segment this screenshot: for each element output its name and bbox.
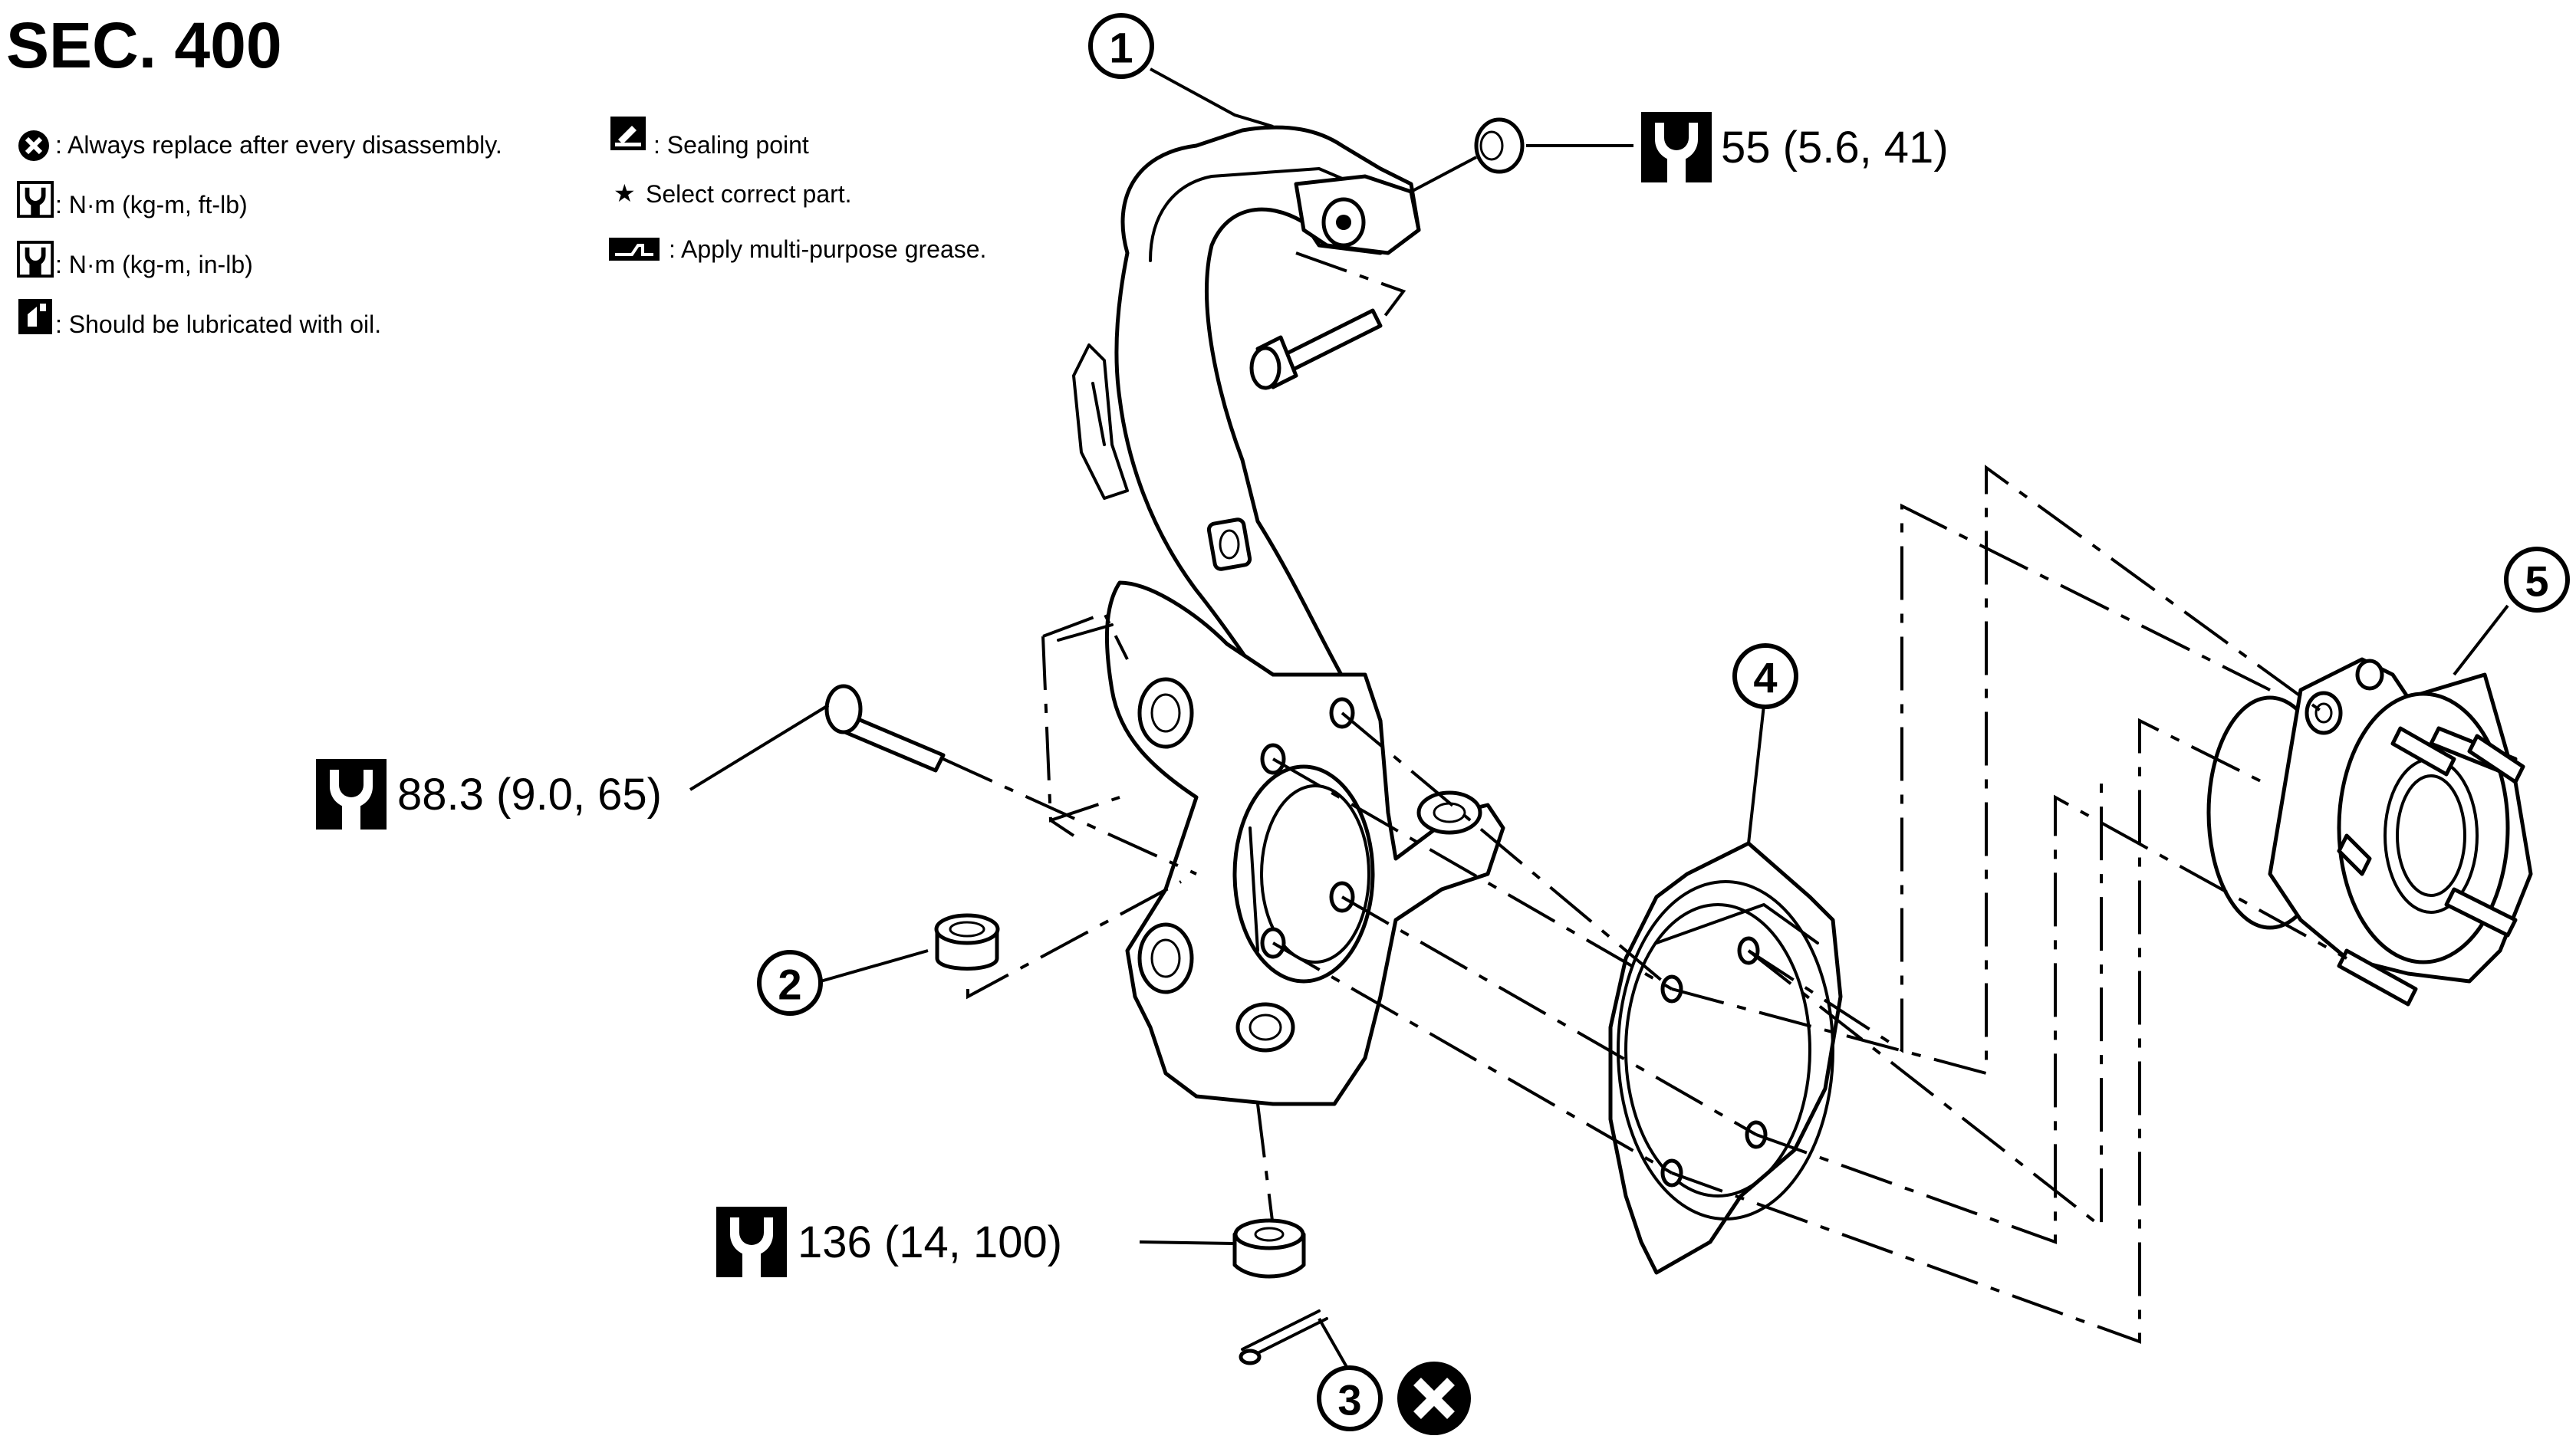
callout-2: 2 (759, 949, 929, 1014)
legend-torque-inlb: : N·m (kg-m, in-lb) (55, 251, 253, 278)
legend-right: : Sealing point ★ Select correct part. :… (609, 117, 986, 263)
torque-wrench-icon (17, 181, 54, 218)
torque-value-bottom: 136 (14, 100) (798, 1217, 1062, 1267)
torque-wrench-icon (716, 1207, 787, 1277)
torque-spec-top: 55 (5.6, 41) (1526, 112, 1949, 182)
callout-1: 1 (1091, 15, 1274, 128)
callout-4: 4 (1735, 646, 1796, 844)
backing-plate (1608, 841, 1843, 1275)
svg-text:5: 5 (2525, 557, 2548, 606)
replace-icon (18, 130, 49, 161)
sealing-point-icon (610, 117, 646, 150)
cotter-pin (1239, 1309, 1328, 1365)
bushing (934, 880, 1182, 1000)
star-icon: ★ (614, 179, 636, 207)
legend-select: Select correct part. (646, 180, 852, 208)
torque-value-top: 55 (5.6, 41) (1721, 123, 1949, 172)
replace-icon (1397, 1362, 1471, 1435)
legend-grease: : Apply multi-purpose grease. (669, 235, 986, 263)
flange-nut-top (1410, 117, 1525, 193)
legend: : Always replace after every disassembly… (17, 130, 502, 338)
torque-spec-left: 88.3 (9.0, 65) (316, 704, 830, 830)
svg-text:3: 3 (1337, 1376, 1361, 1424)
strut-bolt (1249, 251, 1406, 390)
lower-nut (1232, 1103, 1306, 1279)
legend-sealing: : Sealing point (653, 131, 809, 159)
svg-text:4: 4 (1753, 654, 1777, 702)
legend-torque-ftlb: : N·m (kg-m, ft-lb) (55, 191, 248, 218)
alignment-lines (1272, 465, 2347, 1344)
torque-spec-bottom: 136 (14, 100) (716, 1207, 1234, 1277)
oil-can-icon (18, 299, 52, 334)
legend-replace: : Always replace after every disassembly… (55, 131, 502, 159)
torque-wrench-icon (1641, 112, 1712, 182)
torque-value-left: 88.3 (9.0, 65) (397, 770, 662, 820)
knuckle-bolt (824, 684, 1197, 876)
legend-oil: : Should be lubricated with oil. (55, 310, 381, 338)
callout-3: 3 (1319, 1318, 1471, 1435)
svg-text:1: 1 (1109, 24, 1133, 72)
torque-wrench-inlb-icon (17, 241, 54, 278)
steering-knuckle (1041, 125, 1505, 1106)
callout-5: 5 (2453, 549, 2568, 676)
grease-icon (609, 238, 660, 261)
hub-assembly (2206, 657, 2533, 1007)
section-title: SEC. 400 (6, 9, 282, 81)
svg-text:2: 2 (778, 961, 801, 1009)
torque-wrench-icon (316, 759, 387, 830)
